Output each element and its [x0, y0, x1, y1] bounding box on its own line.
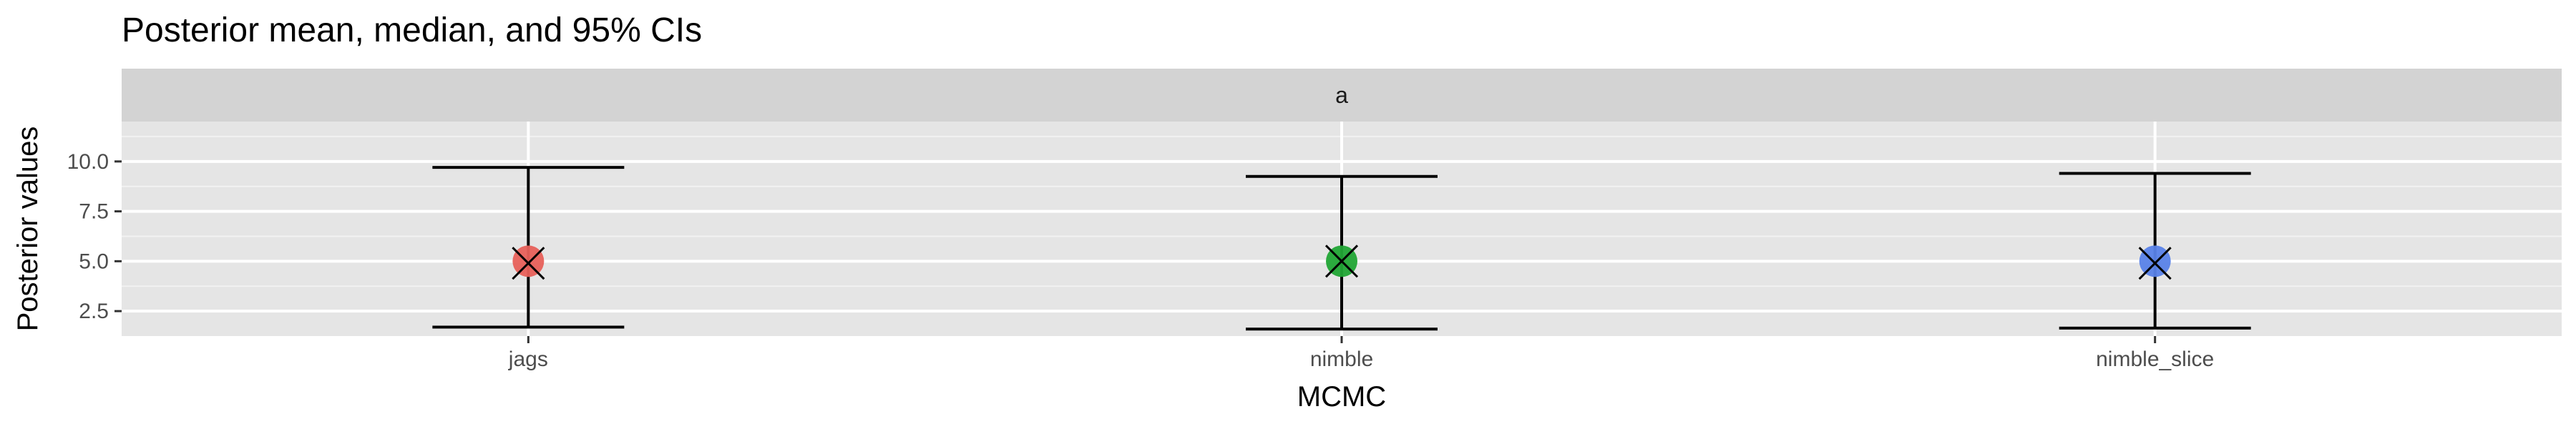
median-x-mark-jags — [512, 247, 545, 280]
x-tick-label: nimble_slice — [2096, 347, 2214, 371]
facet-strip — [122, 69, 2562, 122]
x-tick-label: jags — [508, 347, 548, 371]
mean-point-nimble_slice — [2139, 245, 2171, 277]
y-axis-title: Posterior values — [12, 127, 44, 332]
median-x-mark-nimble_slice — [2138, 247, 2172, 280]
chart-title: Posterior mean, median, and 95% CIs — [122, 11, 702, 49]
x-axis-title: MCMC — [1297, 381, 1386, 413]
y-tick-label: 2.5 — [79, 300, 109, 323]
chart-marks — [432, 166, 2251, 331]
y-axis: 2.5 5.0 7.5 10.0 — [67, 150, 122, 323]
x-axis: jags nimble nimble_slice — [508, 336, 2214, 371]
median-x-mark-nimble — [1324, 245, 1359, 278]
y-tick-label: 5.0 — [79, 250, 109, 273]
y-tick-label: 7.5 — [79, 200, 109, 224]
facet-strip-label: a — [1335, 82, 1348, 108]
y-tick-label: 10.0 — [67, 150, 109, 174]
x-tick-label: nimble — [1310, 347, 1373, 371]
mean-point-jags — [512, 245, 545, 277]
